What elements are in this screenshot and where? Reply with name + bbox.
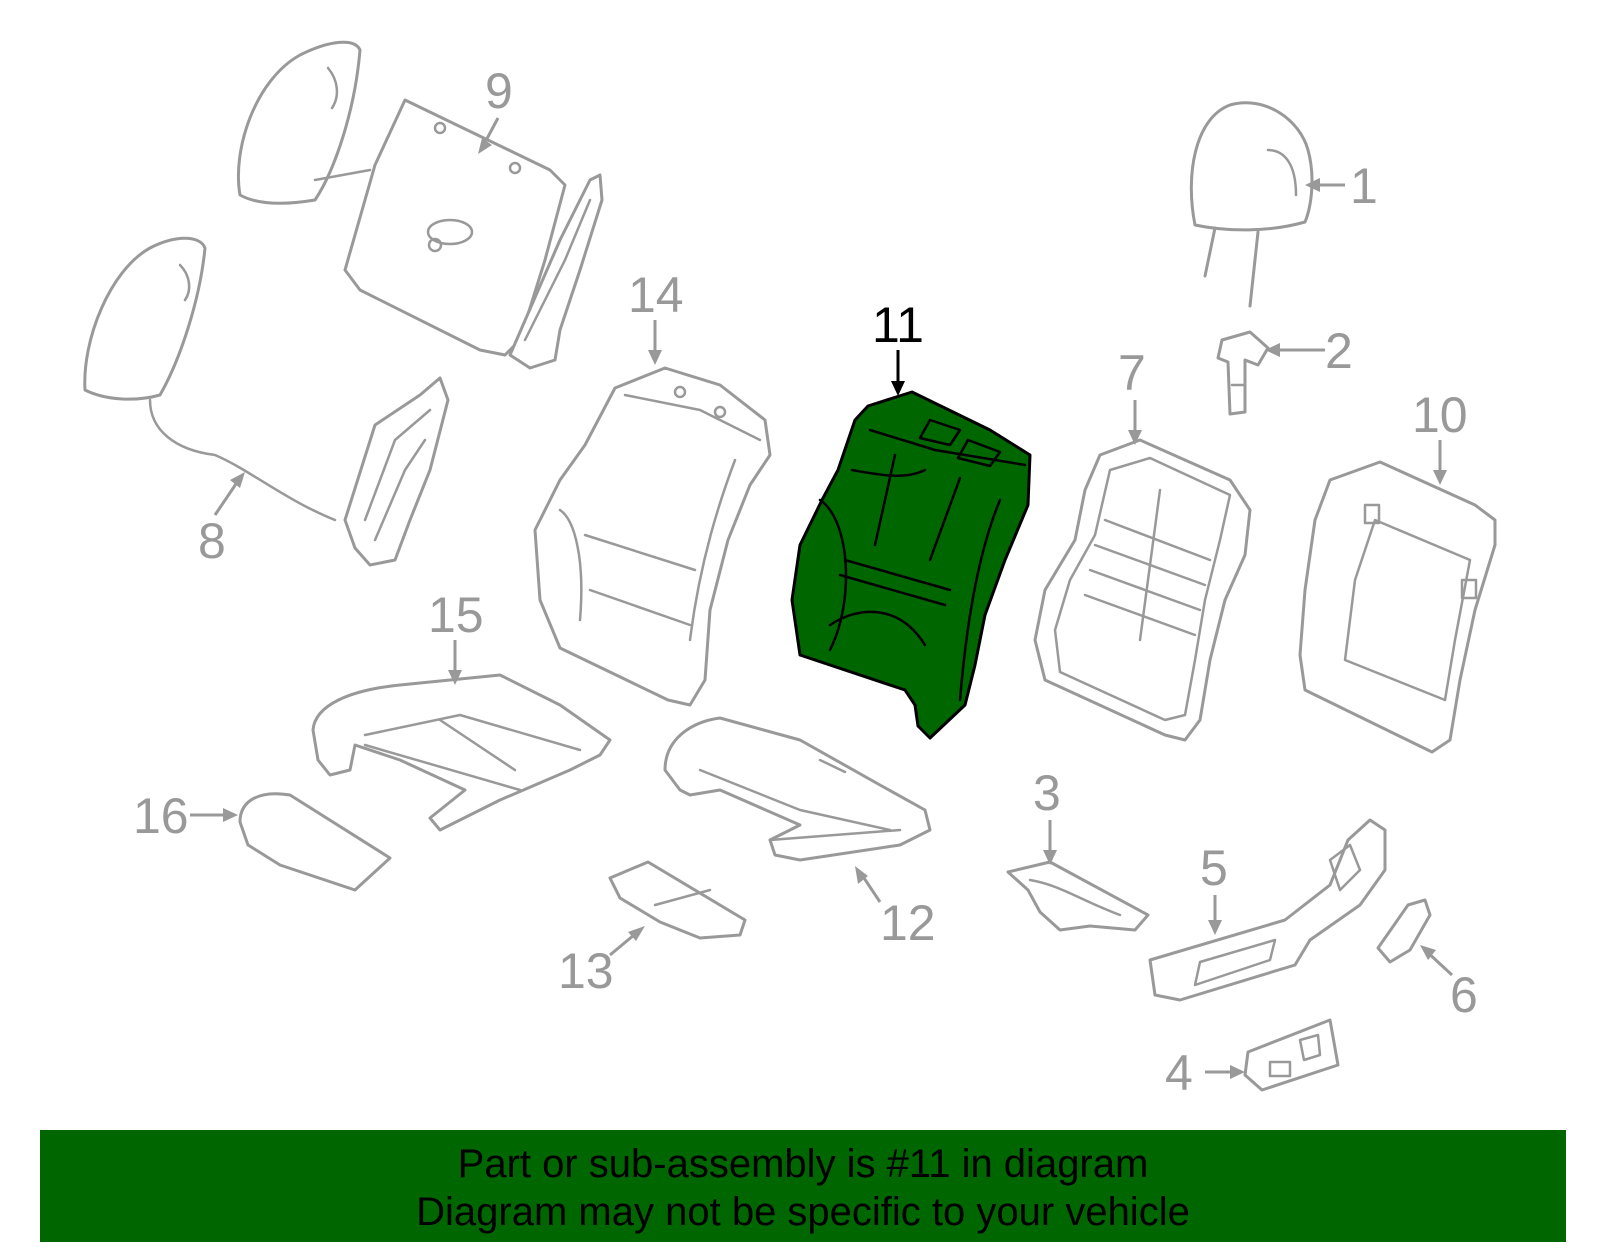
callout-8: 8 <box>198 472 245 569</box>
part-2-guide-sleeve[interactable] <box>1216 330 1270 416</box>
svg-text:5: 5 <box>1200 840 1228 896</box>
callout-10: 10 <box>1412 387 1468 485</box>
svg-text:8: 8 <box>198 513 226 569</box>
part-4-seat-switch[interactable] <box>1243 1018 1340 1092</box>
callout-16: 16 <box>133 788 238 844</box>
callout-14: 14 <box>628 267 684 365</box>
svg-text:2: 2 <box>1325 323 1353 379</box>
callout-13: 13 <box>558 926 645 999</box>
callout-9: 9 <box>478 63 513 154</box>
part-6-trim-cap[interactable] <box>1376 898 1432 964</box>
part-1-headrest[interactable] <box>1189 101 1314 308</box>
part-13-cushion-extension[interactable] <box>608 860 747 940</box>
part-8-side-airbag[interactable] <box>83 236 450 567</box>
info-banner: Part or sub-assembly is #11 in diagram D… <box>40 1130 1566 1242</box>
callout-2: 2 <box>1265 323 1353 379</box>
callout-15: 15 <box>428 587 484 685</box>
svg-text:6: 6 <box>1450 967 1478 1023</box>
part-14-seatback-cover[interactable] <box>533 366 772 707</box>
svg-text:12: 12 <box>880 895 936 951</box>
svg-text:11: 11 <box>872 297 924 353</box>
callout-3: 3 <box>1033 765 1061 865</box>
callout-6: 6 <box>1420 945 1478 1023</box>
svg-text:3: 3 <box>1033 765 1061 821</box>
svg-text:7: 7 <box>1118 345 1146 401</box>
callout-4: 4 <box>1165 1045 1245 1101</box>
part-9-back-panel[interactable] <box>236 40 604 370</box>
svg-text:1: 1 <box>1350 158 1378 214</box>
banner-line-2: Diagram may not be specific to your vehi… <box>416 1190 1190 1234</box>
callout-12: 12 <box>855 866 936 951</box>
svg-text:16: 16 <box>133 788 189 844</box>
svg-text:10: 10 <box>1412 387 1468 443</box>
part-12-cushion-foam[interactable] <box>663 716 932 862</box>
banner-line-1: Part or sub-assembly is #11 in diagram <box>457 1142 1149 1186</box>
svg-text:13: 13 <box>558 943 614 999</box>
svg-text:14: 14 <box>628 267 684 323</box>
svg-text:4: 4 <box>1165 1045 1193 1101</box>
svg-text:9: 9 <box>485 63 513 119</box>
part-16-cushion-pad[interactable] <box>238 792 392 892</box>
callout-7: 7 <box>1118 345 1146 445</box>
part-11-seatback-pad-highlighted[interactable] <box>790 390 1032 740</box>
part-3-trim-panel[interactable] <box>1006 860 1150 932</box>
callout-11: 11 <box>872 297 924 396</box>
part-7-seatback-frame[interactable] <box>1033 438 1252 742</box>
part-5-side-cover[interactable] <box>1148 818 1387 1002</box>
part-10-back-trim[interactable] <box>1298 460 1497 754</box>
part-15-cushion-cover[interactable] <box>311 673 612 832</box>
callout-1: 1 <box>1305 158 1378 214</box>
callout-5: 5 <box>1200 840 1228 935</box>
svg-text:15: 15 <box>428 587 484 643</box>
